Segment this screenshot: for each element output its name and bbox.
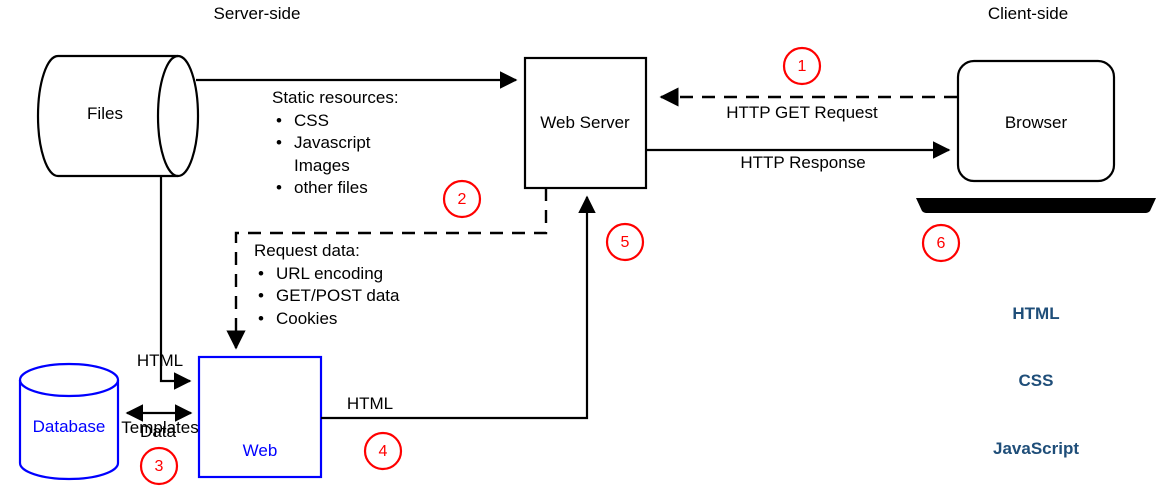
node-label-browser: Browser [1004, 112, 1068, 132]
step-badge-6-number: 6 [936, 235, 946, 252]
static-resources-item-images: Images [294, 155, 350, 175]
step-badge-4-ring [363, 431, 403, 471]
request-data-item-get-post-data: GET/POST data [254, 285, 399, 308]
request-data-item-url-encoding: URL encoding [254, 263, 399, 286]
node-label-web-application: Web Application [218, 395, 301, 501]
edge-label-html-templates: HTML Templates [121, 305, 198, 485]
zone-label-server-side: Server-side [213, 4, 301, 23]
request-data-heading: Request data: [254, 241, 360, 260]
step-badge-5-ring [605, 222, 645, 262]
step-badge-1-ring [782, 46, 822, 86]
static-resources-list: Static resources: CSS Javascript Images … [272, 87, 399, 200]
node-browser [956, 59, 1116, 183]
client-technologies-list: HTML CSS JavaScript [993, 258, 1079, 501]
step-badge-6-ring [921, 223, 961, 263]
edge-label-html-templates-line2: Templates [121, 418, 199, 438]
client-technology-html: HTML [1012, 303, 1060, 323]
edge-label-html-templates-line1: HTML [136, 350, 184, 370]
client-technology-css: CSS [1018, 371, 1054, 391]
static-resources-heading: Static resources: [272, 88, 399, 107]
zone-label-client-side: Client-side [987, 4, 1069, 23]
node-web-server [523, 56, 648, 190]
static-resources-item-javascript: Javascript [272, 132, 399, 155]
step-badge-3-number: 3 [154, 458, 164, 475]
edge-label-html: HTML [346, 394, 394, 413]
edge-label-http-get-request: HTTP GET Request [726, 103, 878, 122]
step-badge-2-ring [442, 179, 482, 219]
edge-label-http-response: HTTP Response [740, 153, 866, 172]
edge-label-data: Data [140, 422, 176, 441]
step-badge-2-number: 2 [457, 191, 467, 208]
step-badge-5-number: 5 [620, 234, 630, 251]
static-resources-item-other-files: other files [272, 177, 399, 200]
node-files [36, 54, 200, 178]
edge-html-templates [159, 177, 192, 390]
step-badge-1-number: 1 [797, 58, 807, 75]
request-data-list: Request data: URL encoding GET/POST data… [254, 240, 399, 330]
client-technology-javascript: JavaScript [993, 438, 1079, 458]
laptop-base-icon [916, 198, 1156, 213]
node-label-web-server: Web Server [540, 112, 630, 132]
step-badge-3-ring [139, 446, 179, 486]
static-resources-item-css: CSS [272, 110, 399, 133]
node-label-files: Files [87, 103, 123, 123]
edge-request-data [226, 188, 548, 350]
request-data-item-cookies: Cookies [254, 308, 399, 331]
node-database [18, 362, 120, 481]
node-label-web-application-line1: Web [242, 440, 278, 460]
edge-html-to-server [321, 195, 596, 420]
node-label-database: Database [32, 416, 106, 436]
step-badge-4-number: 4 [378, 443, 388, 460]
